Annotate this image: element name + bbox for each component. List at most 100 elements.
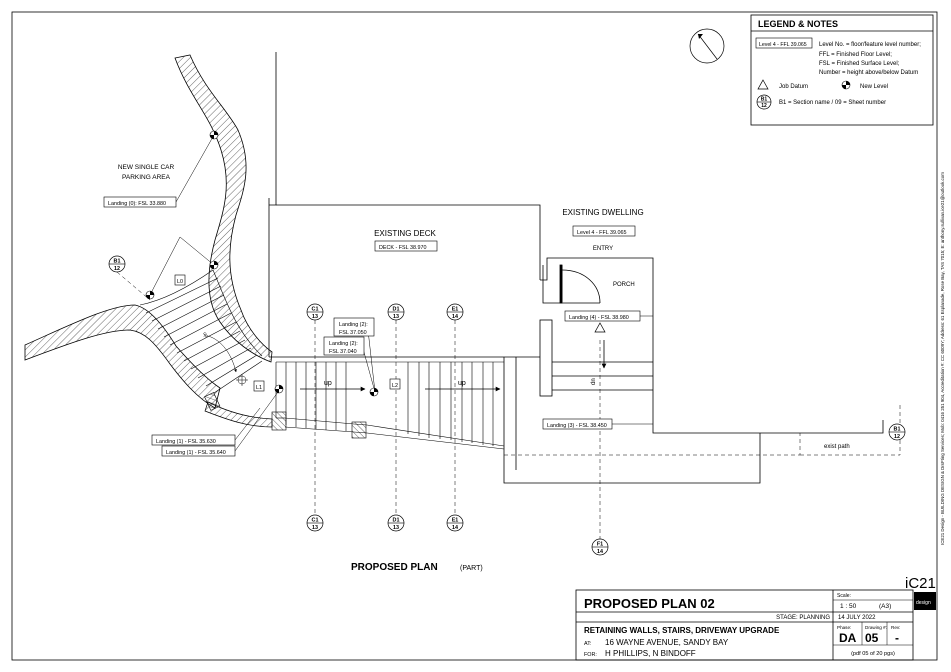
logo-sub: design xyxy=(916,600,931,606)
legend-sample-tag: Level 4 - FFL 39.065 xyxy=(759,42,807,48)
tag-landing3-box xyxy=(542,418,613,430)
legend-title: LEGEND & NOTES xyxy=(758,19,838,29)
exist-path-label: exist path xyxy=(824,444,850,450)
landing-id-l1-box xyxy=(253,380,265,392)
svg-text:14: 14 xyxy=(452,314,458,320)
stair-post-mid xyxy=(351,421,367,439)
legend-note-1: Level No. = floor/feature level number; xyxy=(819,42,921,48)
north-arrow-icon xyxy=(689,28,725,64)
rev-value: - xyxy=(895,631,899,645)
tag-landing3: Landing (3) - FSL 38.450 xyxy=(547,423,607,429)
scale-label: Scale: xyxy=(837,593,851,599)
parking-label-1: NEW SINGLE CAR xyxy=(118,164,175,171)
phase-label: Phase: xyxy=(837,625,851,630)
logo-text: iC21 xyxy=(905,575,936,592)
svg-text:13: 13 xyxy=(312,314,318,320)
arc-up-label: up xyxy=(201,331,209,339)
tag-landing1a: Landing (1) - FSL 35.630 xyxy=(156,439,216,445)
stair-fan xyxy=(139,269,263,394)
leader-lines xyxy=(149,134,653,452)
svg-text:C1: C1 xyxy=(312,518,319,524)
legend-section-marker: B1 12 xyxy=(756,94,772,110)
tag-deck: DECK - FSL 38.970 xyxy=(379,245,426,251)
landing-id-l1: L1 xyxy=(256,385,262,391)
stair-post-curve xyxy=(204,392,221,411)
tag-dwelling: Level 4 - FFL 39.065 xyxy=(577,230,627,236)
dn-label: dn xyxy=(591,378,597,385)
tag-landing1a-box xyxy=(151,434,236,446)
up-label-1: up xyxy=(324,380,332,387)
designer-side-text: ICE21 Design - BUILDING DESIGN & DrsFtin… xyxy=(940,172,945,545)
job-datum-marker-icon xyxy=(594,322,606,333)
landing-id-l2-box xyxy=(389,378,401,390)
crosshair-icon xyxy=(236,374,248,386)
legend-note-2: FFL = Finished Floor Level; xyxy=(819,52,892,58)
legend-job-datum: Job Datum xyxy=(779,84,808,90)
sheet-border xyxy=(11,11,938,661)
at-label: AT: xyxy=(584,641,591,647)
svg-text:B1: B1 xyxy=(114,259,121,265)
tag-deck-box xyxy=(374,240,438,252)
svg-text:14: 14 xyxy=(452,525,458,531)
tag-landing2b-box xyxy=(323,336,365,356)
drawing-value: 05 xyxy=(865,631,879,645)
arc-arrow xyxy=(207,335,237,373)
svg-text:13: 13 xyxy=(393,314,399,320)
tag-landing2b-l2: FSL 37.040 xyxy=(329,349,357,355)
tag-landing2b-l1: Landing (2): xyxy=(329,341,358,347)
legend-section-note: B1 = Section name / 09 = Sheet number xyxy=(779,100,886,106)
porch-label: PORCH xyxy=(613,282,635,288)
svg-text:D1: D1 xyxy=(393,518,400,524)
section-marker-d1-top: D1 13 xyxy=(387,303,405,321)
entry-label: ENTRY xyxy=(593,246,613,252)
section-marker-c1-bottom: C1 13 xyxy=(306,514,324,532)
stage-text: STAGE: PLANNING xyxy=(776,615,830,621)
plan-title: PROPOSED PLAN xyxy=(351,562,438,573)
parking-label-2: PARKING AREA xyxy=(122,174,171,181)
legend-new-level: New Level xyxy=(860,84,888,90)
dwelling-label: EXISTING DWELLING xyxy=(562,208,643,217)
landing-id-l0: L0 xyxy=(177,279,183,285)
deck-label: EXISTING DECK xyxy=(374,229,436,238)
tag-landing4-box xyxy=(564,310,641,322)
svg-text:E1: E1 xyxy=(452,307,459,313)
legend-note-3: FSL = Finished Surface Level; xyxy=(819,61,900,67)
tag-landing2a-l2: FSL 37.050 xyxy=(339,330,367,336)
landing-id-l2: L2 xyxy=(392,383,398,389)
project-title: RETAINING WALLS, STAIRS, DRIVEWAY UPGRAD… xyxy=(584,626,780,635)
logo: iC21 design xyxy=(905,575,936,610)
svg-text:12: 12 xyxy=(894,434,900,440)
section-marker-e1-top: E1 14 xyxy=(446,303,464,321)
scale-value: 1 : 50 xyxy=(840,603,857,610)
svg-text:E1: E1 xyxy=(452,518,459,524)
svg-text:13: 13 xyxy=(312,525,318,531)
svg-text:B1: B1 xyxy=(894,427,901,433)
stair-post-left xyxy=(271,411,287,431)
job-datum-icon xyxy=(757,79,769,90)
rev-label: Rev: xyxy=(891,625,900,630)
tag-landing2a-box xyxy=(333,317,375,337)
title-block xyxy=(575,589,914,661)
sheet-title: PROPOSED PLAN 02 xyxy=(584,596,715,611)
svg-text:C1: C1 xyxy=(312,307,319,313)
paper-size: (A3) xyxy=(879,603,891,610)
svg-text:B1: B1 xyxy=(761,97,768,103)
address-text: 16 WAYNE AVENUE, SANDY BAY xyxy=(605,638,729,647)
for-label: FOR: xyxy=(584,652,597,658)
svg-text:13: 13 xyxy=(393,525,399,531)
tag-landing1b-box xyxy=(161,445,236,457)
driveway-curved xyxy=(24,54,273,428)
tag-landing2a-l1: Landing (2): xyxy=(339,322,368,328)
legend-note-4: Number = height above/below Datum xyxy=(819,70,918,76)
section-marker-c1-top: C1 13 xyxy=(306,303,324,321)
section-marker-e1-bottom: E1 14 xyxy=(446,514,464,532)
tag-landing1b: Landing (1) - FSL 35.640 xyxy=(166,450,226,456)
section-marker-f1: F1 14 xyxy=(591,538,609,556)
client-text: H PHILLIPS, N BINDOFF xyxy=(605,649,696,658)
svg-text:12: 12 xyxy=(114,266,120,272)
tag-landing0-box xyxy=(103,196,177,208)
landing-id-l0-box xyxy=(174,274,186,286)
tag-landing0: Landing (0): FSL 33.880 xyxy=(108,201,166,207)
new-level-icon xyxy=(841,80,851,90)
